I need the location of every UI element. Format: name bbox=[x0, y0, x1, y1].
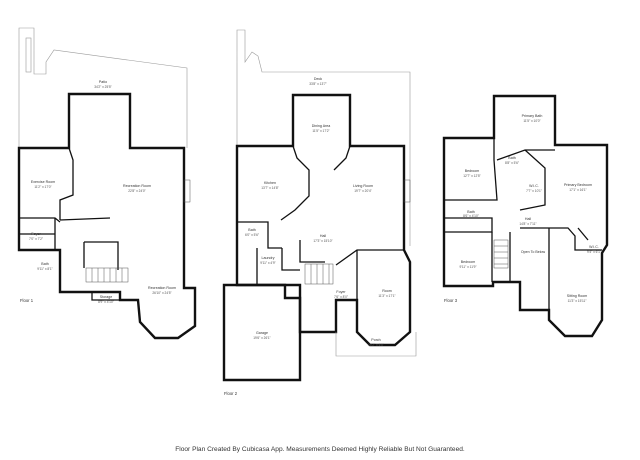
room-name: Exercise Room bbox=[31, 180, 55, 184]
room-name: Foyer bbox=[31, 232, 41, 236]
room-dims: 11'5" x 17'2" bbox=[312, 129, 329, 133]
floor-1-wall bbox=[59, 217, 111, 221]
room-dims: 26'10" x 24'5" bbox=[152, 291, 171, 295]
patio-post bbox=[25, 37, 32, 73]
room-dims: 19'7" x 20'4" bbox=[354, 189, 371, 193]
room-name: Foyer bbox=[336, 290, 346, 294]
room-dims: 9'11" x 4'9" bbox=[260, 261, 275, 265]
room-name: Primary Bath bbox=[522, 114, 543, 118]
floor-label: Floor 1 bbox=[20, 298, 34, 303]
room-dims: 7'7" x 10'1" bbox=[526, 189, 542, 193]
floor-label: Floor 2 bbox=[224, 391, 238, 396]
floor-1-exterior-wall bbox=[17, 92, 197, 340]
floor-2-wall bbox=[281, 248, 300, 271]
room-name: Bath bbox=[41, 262, 48, 266]
room-name: Living Room bbox=[353, 184, 373, 188]
room-dims: 9'4" x 6'1" bbox=[587, 250, 601, 254]
floor-1-wall bbox=[84, 241, 119, 270]
floor-3-stairs bbox=[493, 239, 509, 269]
patio-outline bbox=[18, 27, 188, 148]
floor-3-wall bbox=[444, 217, 493, 233]
floor-plan-caption: Floor Plan Created By Cubicasa App. Meas… bbox=[175, 446, 465, 453]
floor-3-exterior-wall bbox=[442, 94, 609, 338]
room-name: Bedroom bbox=[461, 260, 476, 264]
room-dims: 11'3" x 15'11" bbox=[568, 299, 587, 303]
floor-2-stairs bbox=[304, 263, 334, 285]
room-name: Kitchen bbox=[264, 181, 276, 185]
floor-3-wall bbox=[519, 149, 546, 211]
room-name: Bedroom bbox=[465, 169, 480, 173]
floor-2-plan: Deck 33'8" x 13'7" Dining Area 11'5" x 1… bbox=[222, 29, 417, 396]
room-dims: 6'0" x 5'6" bbox=[245, 233, 259, 237]
room-dims: 9'11" x 8'1" bbox=[37, 267, 52, 271]
floor-2-wall bbox=[280, 145, 310, 221]
room-name: W.I.C. bbox=[589, 245, 599, 249]
room-name: Patio bbox=[99, 80, 107, 84]
room-dims: 19'6" x 26'1" bbox=[253, 336, 270, 340]
floor-1-stairs bbox=[85, 267, 129, 283]
room-dims: 7'0" x 7'2" bbox=[29, 237, 43, 241]
room-dims: 11'2" x 17'0" bbox=[34, 185, 51, 189]
room-name: Primary Bedroom bbox=[564, 183, 592, 187]
room-name: Garage bbox=[256, 331, 268, 335]
floor-2-exterior-wall bbox=[235, 93, 412, 347]
floor-2-wall bbox=[299, 240, 325, 263]
floor-1-wall bbox=[19, 217, 61, 223]
room-dims: 14'8" x 7'11" bbox=[519, 222, 536, 226]
room-dims: 10'2" x 6'5" bbox=[368, 343, 384, 347]
room-name: Bath bbox=[467, 210, 474, 214]
fireplace bbox=[183, 179, 191, 203]
floor-1-wall bbox=[59, 147, 74, 220]
floor-3-plan: Primary Bath 11'5" x 10'0" Bath 8'8" x 5… bbox=[442, 94, 609, 338]
floor-1-plan: Patio 34'2" x 25'5" Exercise Room 11'2" … bbox=[17, 27, 197, 340]
room-dims: 17'1" x 16'1" bbox=[569, 188, 586, 192]
room-name: Porch bbox=[371, 338, 380, 342]
room-dims: 8'6" x 4'10" bbox=[463, 214, 479, 218]
room-name: Room bbox=[382, 289, 392, 293]
room-dims: 9'11" x 11'9" bbox=[459, 265, 476, 269]
room-name: W.I.C. bbox=[529, 184, 539, 188]
room-dims: 8'9" x 4'10" bbox=[98, 300, 114, 304]
floor-1-wall bbox=[91, 292, 120, 301]
room-dims: 17'3" x 15'10" bbox=[313, 239, 332, 243]
floor-2-wall bbox=[333, 145, 351, 171]
room-name: Storage bbox=[100, 295, 113, 299]
room-dims: 11'5" x 10'0" bbox=[523, 119, 540, 123]
fireplace bbox=[403, 179, 411, 203]
room-name: Hall bbox=[525, 217, 531, 221]
room-dims: 22'8" x 24'0" bbox=[128, 189, 145, 193]
room-name: Dining Area bbox=[312, 124, 331, 128]
room-name: Deck bbox=[314, 77, 322, 81]
room-dims: 7'6" x 8'0" bbox=[334, 295, 348, 299]
porch-outline bbox=[335, 332, 417, 357]
room-name: Sitting Room bbox=[567, 294, 588, 298]
room-dims: 8'8" x 5'6" bbox=[505, 161, 519, 165]
deck-outline bbox=[236, 29, 411, 246]
floor-3-wall bbox=[444, 138, 498, 201]
floor-2-wall bbox=[335, 249, 404, 266]
room-name: Open To Below bbox=[521, 250, 546, 254]
garage-wall bbox=[222, 283, 302, 382]
floor-2-wall bbox=[237, 221, 282, 249]
room-dims: 11'3" x 17'1" bbox=[378, 294, 395, 298]
floor-label: Floor 3 bbox=[444, 298, 458, 303]
room-name: Laundry bbox=[262, 256, 275, 260]
room-dims: 34'2" x 25'5" bbox=[94, 85, 111, 89]
floor-3-wall bbox=[577, 227, 589, 241]
room-dims: 13'7" x 14'8" bbox=[261, 186, 278, 190]
floor-3-wall bbox=[520, 227, 602, 251]
room-name: Recreation Room bbox=[123, 184, 151, 188]
room-name: Hall bbox=[320, 234, 326, 238]
room-dims: 12'7" x 12'5" bbox=[463, 174, 480, 178]
room-name: Bath bbox=[508, 156, 515, 160]
room-name: Bath bbox=[248, 228, 255, 232]
room-dims: 33'8" x 13'7" bbox=[309, 82, 326, 86]
room-name: Recreation Room bbox=[148, 286, 176, 290]
